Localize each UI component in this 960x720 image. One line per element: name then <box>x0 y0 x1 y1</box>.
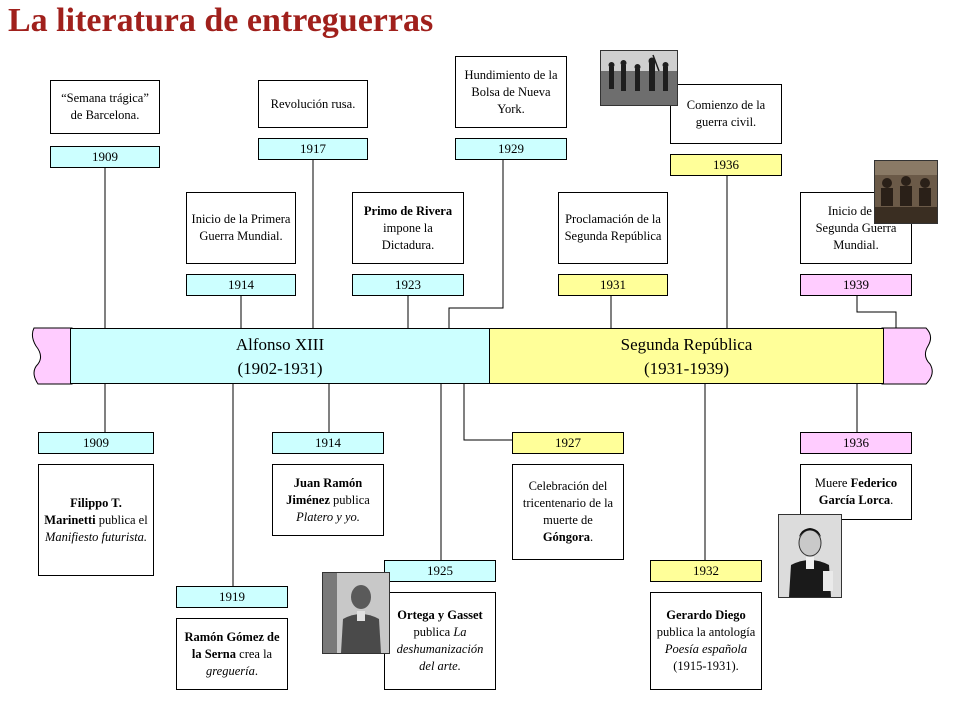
lit-1927-text: Celebración del tricentenario de la muer… <box>512 464 624 560</box>
event-1923-text: Primo de Rivera impone la Dictadura. <box>352 192 464 264</box>
year-label-1914: 1914 <box>186 274 296 296</box>
era-name: Alfonso XIII <box>235 335 325 354</box>
civil-war-photo <box>600 50 678 106</box>
event-1917-text: Revolución rusa. <box>258 80 368 128</box>
event-1914-text: Inicio de la Primera Guerra Mundial. <box>186 192 296 264</box>
event-1936-text: Comienzo de la guerra civil. <box>670 84 782 144</box>
year-label-lit-1919: 1919 <box>176 586 288 608</box>
lorca-portrait-photo <box>778 514 842 598</box>
lit-1925-text: Ortega y Gasset publica La deshumanizaci… <box>384 592 496 690</box>
year-label-lit-1927: 1927 <box>512 432 624 454</box>
event-1931-text: Proclamación de la Segunda República <box>558 192 668 264</box>
era-alfonso-xiii: Alfonso XIII (1902-1931) <box>70 328 490 384</box>
year-label-lit-1909: 1909 <box>38 432 154 454</box>
wwii-photo <box>874 160 938 224</box>
lit-1909-text: Filippo T. Marinetti publica el Manifies… <box>38 464 154 576</box>
year-label-lit-1925: 1925 <box>384 560 496 582</box>
era-dates: (1902-1931) <box>237 359 323 378</box>
page-title: La literatura de entreguerras <box>8 2 434 39</box>
year-label-1917: 1917 <box>258 138 368 160</box>
event-1929-text: Hundimiento de la Bolsa de Nueva York. <box>455 56 567 128</box>
year-label-lit-1936: 1936 <box>800 432 912 454</box>
year-label-lit-1914: 1914 <box>272 432 384 454</box>
right-scroll-end <box>881 327 933 385</box>
event-1909-text: “Semana trágica” de Barcelona. <box>50 80 160 134</box>
year-label-lit-1932: 1932 <box>650 560 762 582</box>
year-label-1929: 1929 <box>455 138 567 160</box>
lit-1936-text: Muere Federico García Lorca. <box>800 464 912 520</box>
era-name: Segunda República <box>620 335 753 354</box>
ortega-portrait-photo <box>322 572 390 654</box>
left-scroll-end <box>31 327 73 385</box>
lit-1932-text: Gerardo Diego publica la antología Poesí… <box>650 592 762 690</box>
era-segunda-republica: Segunda República (1931-1939) <box>489 328 884 384</box>
lit-1914-text: Juan Ramón Jiménez publica Platero y yo. <box>272 464 384 536</box>
year-label-1939: 1939 <box>800 274 912 296</box>
event-1939-text: Inicio de la Segunda Guerra Mundial. <box>800 192 912 264</box>
year-label-1931: 1931 <box>558 274 668 296</box>
year-label-1909: 1909 <box>50 146 160 168</box>
era-dates: (1931-1939) <box>644 359 729 378</box>
year-label-1936: 1936 <box>670 154 782 176</box>
year-label-1923: 1923 <box>352 274 464 296</box>
lit-1919-text: Ramón Gómez de la Serna crea la greguerí… <box>176 618 288 690</box>
